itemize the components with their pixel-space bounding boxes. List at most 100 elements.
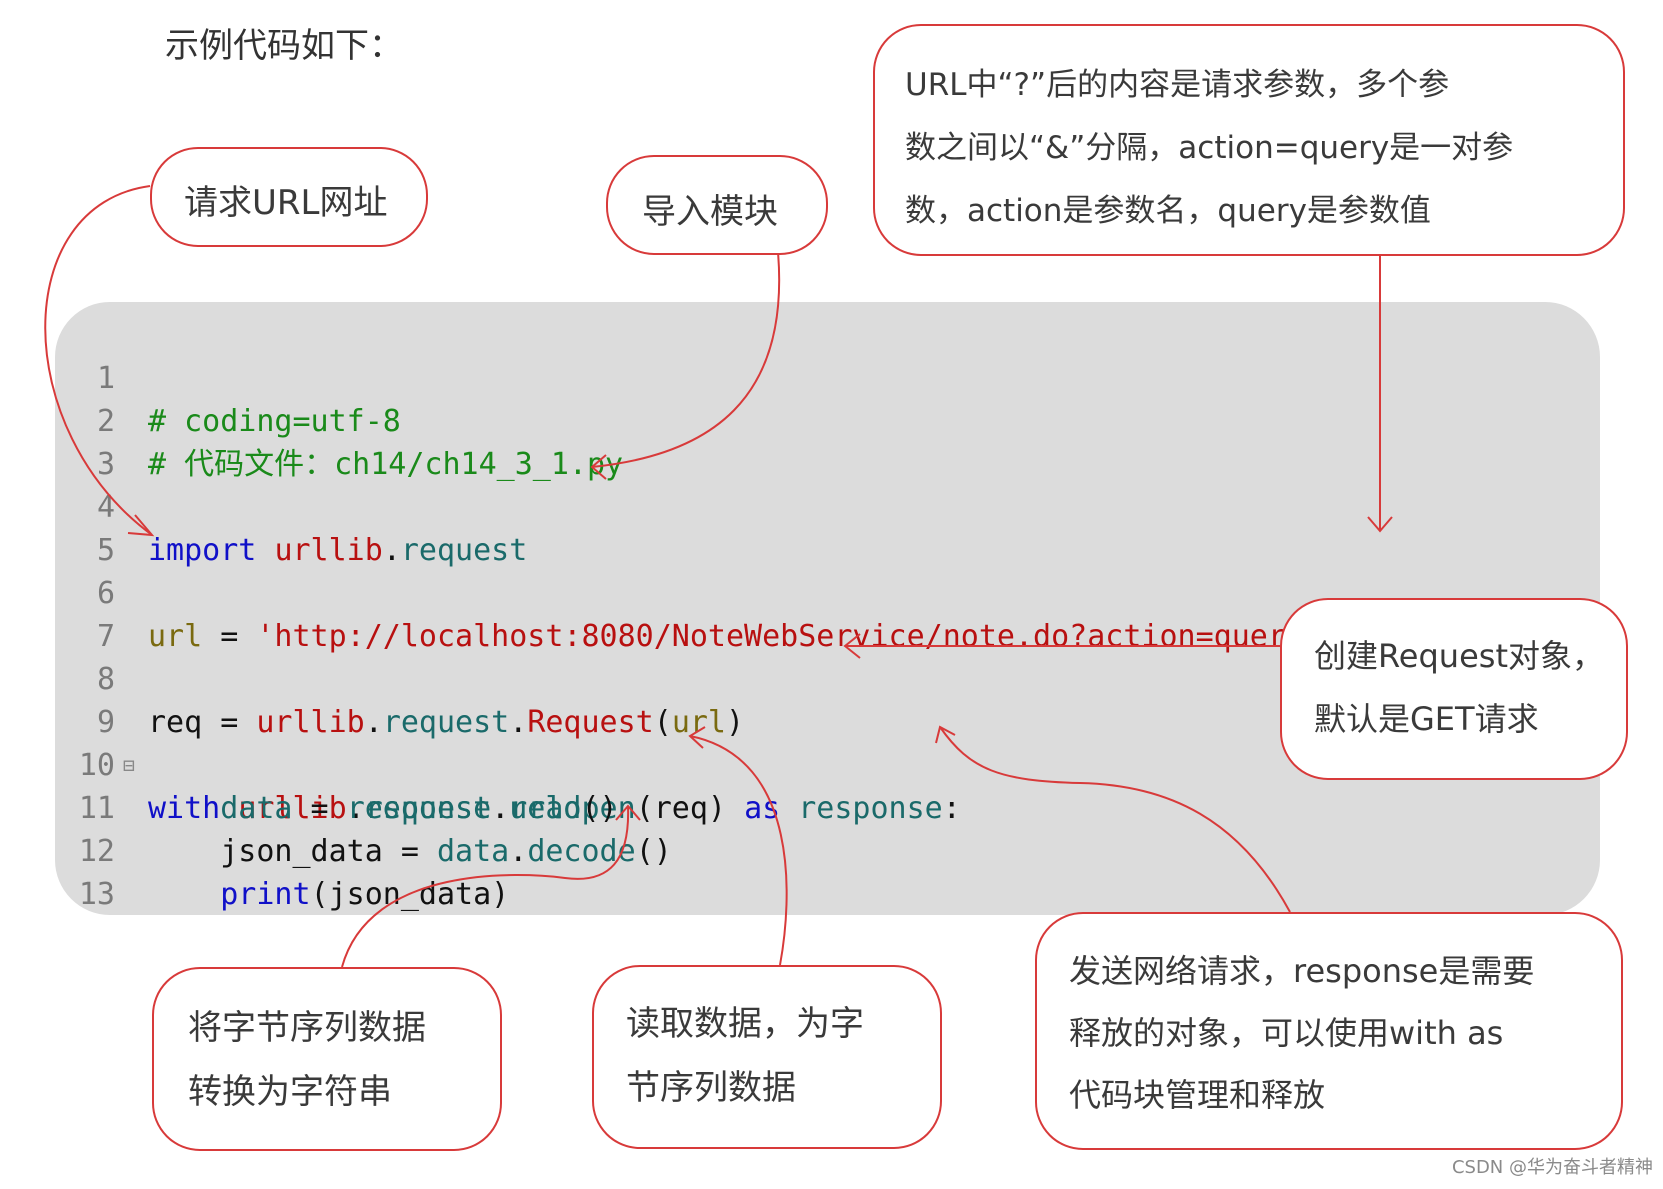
operator: = [202, 705, 257, 740]
callout-params: URL中“?”后的内容是请求参数，多个参 数之间以“&”分隔，action=qu… [873, 24, 1625, 256]
operator: = [202, 619, 257, 654]
module-urllib: urllib [274, 533, 383, 568]
code-line: 10 data = response.read() [55, 701, 618, 826]
function-urlopen: urlopen [509, 791, 636, 826]
paren: ) [726, 705, 745, 740]
callout-read: 读取数据，为字 节序列数据 [592, 965, 942, 1149]
code-line: 9 ⊟ with urllib.request.urlopen(req) as … [55, 658, 961, 826]
arrow-import-head [590, 454, 607, 480]
callout-request-text: 创建Request对象， 默认是GET请求 [1314, 637, 1604, 738]
operator: = [292, 791, 347, 826]
paren: () [635, 834, 672, 869]
line-number: 9 [96, 705, 115, 740]
arguments: (req) [635, 791, 726, 826]
code-line: 13 [55, 830, 127, 912]
comment: # coding=utf-8 [148, 404, 401, 439]
dot: . [509, 834, 528, 869]
code-text: json_data = data.decode() [148, 830, 672, 873]
module-urllib: urllib [238, 791, 347, 826]
watermark: CSDN @华为奋斗者精神 [1451, 1157, 1653, 1178]
keyword-with: with [148, 791, 221, 826]
arrow-decode-connector [341, 805, 630, 968]
code-line: 1 # coding=utf-8 [55, 314, 401, 439]
callout-send: 发送网络请求，response是需要 释放的对象，可以使用with as 代码块… [1035, 912, 1623, 1150]
arrow-decode-head [615, 804, 641, 821]
callout-decode-text: 将字节序列数据 转换为字符串 [188, 1008, 426, 1112]
dot: . [491, 791, 510, 826]
code-line: 4 import urllib.request [55, 443, 527, 568]
callout-send-text: 发送网络请求，response是需要 释放的对象，可以使用with as 代码块… [1069, 952, 1535, 1114]
line-number: 5 [96, 533, 115, 568]
arrow-read-connector [689, 735, 788, 966]
code-line: 5 [55, 486, 127, 568]
dot: . [346, 791, 365, 826]
code-text: with urllib.request.urlopen(req) as resp… [148, 787, 961, 830]
variable-response: response [346, 791, 492, 826]
module-request: request [364, 791, 492, 826]
module-request: request [400, 533, 528, 568]
code-text: req = urllib.request.Request(url) [148, 701, 744, 744]
callout-request: 创建Request对象， 默认是GET请求 [1280, 598, 1628, 780]
line-number: 6 [96, 576, 115, 611]
builtin-print: print [220, 877, 311, 912]
arrow-send-head [935, 725, 956, 744]
dot: . [382, 533, 401, 568]
code-text: url = 'http://localhost:8080/NoteWebServ… [148, 615, 1430, 658]
arrow-send-connector [939, 726, 1291, 913]
line-number: 10 [78, 748, 115, 783]
variable-json-data: json_data [220, 834, 383, 869]
heading: 示例代码如下： [165, 26, 403, 66]
method-decode: decode [527, 834, 636, 869]
paren: () [581, 791, 618, 826]
callout-read-text: 读取数据，为字 节序列数据 [626, 1004, 864, 1108]
line-number: 1 [96, 361, 115, 396]
line-number: 11 [78, 791, 115, 826]
arrow-params-head [1367, 516, 1393, 533]
keyword-import: import [148, 533, 257, 568]
code-line: 12 print(json_data) [55, 787, 509, 912]
dot: . [491, 791, 510, 826]
line-number: 7 [96, 619, 115, 654]
arrow-url-head [127, 514, 155, 537]
code-line: 3 [55, 400, 127, 482]
code-line: 7 [55, 572, 127, 654]
paren: ( [653, 705, 672, 740]
code-text: import urllib.request [148, 529, 527, 572]
callout-url-text: 请求URL网址 [184, 183, 388, 223]
module-urllib: urllib [256, 705, 365, 740]
variable-req: req [148, 705, 203, 740]
argument-url: url [671, 705, 726, 740]
method-read: read [509, 791, 582, 826]
variable-data: data [437, 834, 510, 869]
class-request: Request [527, 705, 654, 740]
variable-url: url [148, 619, 203, 654]
arrow-import-connector [591, 251, 781, 468]
code-line: 2 # 代码文件：ch14/ch14_3_1.py [55, 357, 623, 482]
fold-marker-icon[interactable]: ⊟ [123, 753, 136, 777]
comment: # 代码文件：ch14/ch14_3_1.py [148, 447, 624, 482]
code-line: 6 url = 'http://localhost:8080/NoteWebSe… [55, 529, 1430, 654]
arrow-url-connector [44, 185, 153, 536]
code-text: data = response.read() [148, 787, 618, 830]
code-line: 11 json_data = data.decode() [55, 744, 672, 869]
line-number: 4 [96, 490, 115, 525]
line-number: 2 [96, 404, 115, 439]
module-request: request [382, 705, 510, 740]
code-line: 8 req = urllib.request.Request(url) [55, 615, 744, 740]
line-number: 8 [96, 662, 115, 697]
colon: : [942, 791, 961, 826]
dot: . [509, 705, 528, 740]
callout-decode: 将字节序列数据 转换为字符串 [152, 967, 502, 1151]
line-number: 12 [78, 834, 115, 869]
variable-response: response [798, 791, 943, 826]
string-url: 'http://localhost:8080/NoteWebService/no… [256, 619, 1431, 654]
operator: = [382, 834, 437, 869]
callout-import: 导入模块 [606, 155, 828, 255]
callout-params-text: URL中“?”后的内容是请求参数，多个参 数之间以“&”分隔，action=qu… [905, 67, 1514, 229]
dot: . [364, 705, 383, 740]
callout-import-text: 导入模块 [642, 192, 778, 232]
line-number: 3 [96, 447, 115, 482]
arrow-read-head [688, 726, 706, 749]
arrow-request-head [843, 633, 861, 659]
